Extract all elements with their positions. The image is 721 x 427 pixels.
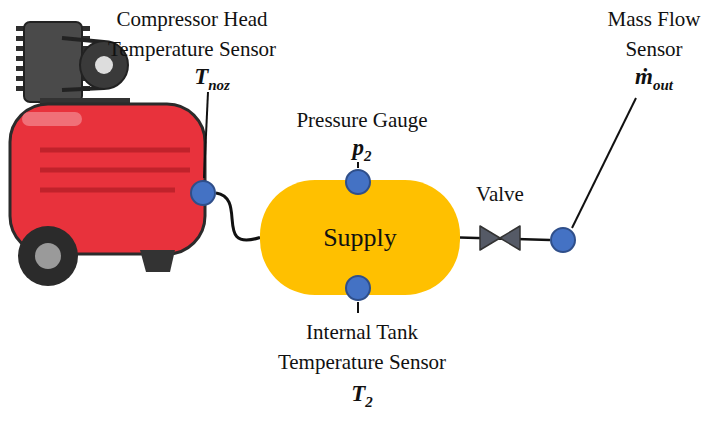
sensor-dot: Compressor Head Temperature SensorTnoz: [190, 180, 216, 206]
tank-stripe: [40, 188, 175, 193]
sensor-symbol: p2: [353, 133, 372, 171]
sensor-symbol: T2: [351, 379, 373, 417]
symbol-letter: T: [351, 381, 365, 406]
symbol-subscript: 2: [364, 148, 372, 164]
leader-line: [572, 98, 636, 228]
sensor-label: Mass Flow Sensor: [589, 4, 719, 64]
sensor-dot: Mass Flow Sensorṁout: [550, 227, 576, 253]
wheel: [18, 226, 78, 286]
leader-line: [204, 92, 208, 178]
leader-line: [357, 162, 359, 168]
air-hose: [216, 193, 260, 240]
sensor-label: Internal Tank Temperature Sensor: [252, 317, 472, 377]
tank-stripe: [40, 148, 190, 153]
symbol-letter: p: [353, 135, 365, 160]
symbol-subscript: 2: [365, 394, 373, 410]
tank-highlight: [22, 112, 82, 126]
sensor-dot: Internal Tank Temperature SensorT2: [345, 275, 371, 301]
symbol-subscript: noz: [208, 77, 230, 93]
symbol-subscript: out: [653, 77, 673, 93]
sensor-symbol: Tnoz: [194, 62, 230, 100]
sensor-dot: Pressure Gaugep2: [345, 169, 371, 195]
sensor-symbol: ṁout: [635, 62, 673, 100]
leader-line: [357, 302, 359, 313]
sensor-label: Pressure Gauge: [262, 105, 462, 135]
part-label: Valve: [476, 182, 524, 207]
tank-label: Supply: [323, 223, 397, 253]
compressor-foot: [140, 250, 175, 272]
symbol-letter: T: [194, 64, 208, 89]
tank-stripe: [40, 168, 190, 173]
valve-symbol: [480, 226, 520, 250]
connector-line: [216, 193, 260, 240]
wheel-hub: [35, 243, 61, 269]
sensor-label: Compressor Head Temperature Sensor: [72, 4, 312, 64]
symbol-letter: ṁ: [635, 64, 653, 89]
